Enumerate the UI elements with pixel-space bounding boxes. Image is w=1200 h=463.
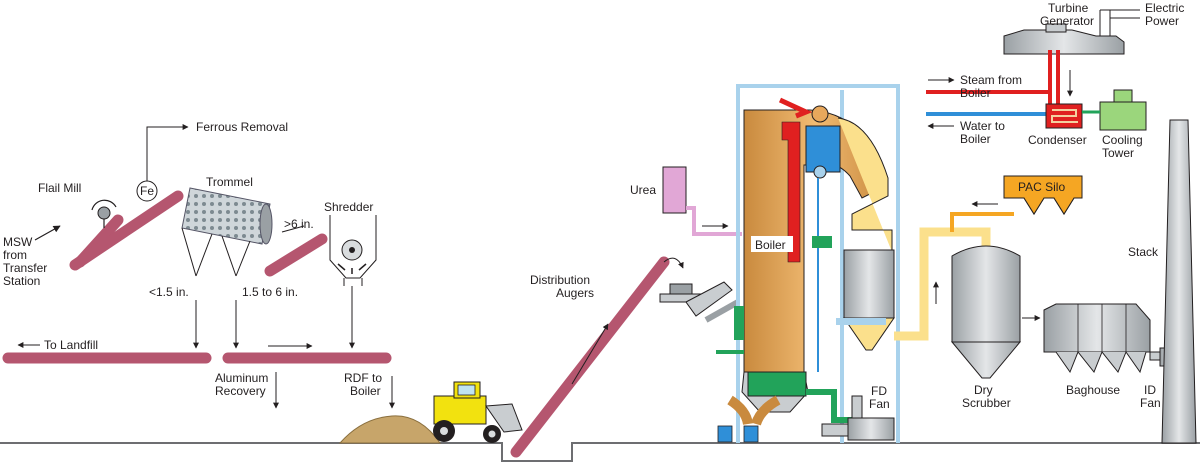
baghouse <box>1043 303 1151 374</box>
oversize-conveyor <box>264 233 328 277</box>
label-urea: Urea <box>630 183 656 197</box>
label-mid-size: 1.5 to 6 in. <box>242 285 298 299</box>
label-cooling-2: Tower <box>1102 146 1134 160</box>
label-to-landfill: To Landfill <box>44 338 98 352</box>
label-steam-1: Steam from <box>960 73 1022 87</box>
label-msw-4: Station <box>3 274 40 288</box>
label-ferrous-removal: Ferrous Removal <box>196 120 288 134</box>
label-electric-1: Electric <box>1145 1 1184 15</box>
incline-conveyor <box>510 256 670 458</box>
dry-scrubber <box>950 245 1022 379</box>
label-aluminum-1: Aluminum <box>215 371 268 385</box>
label-cooling-1: Cooling <box>1102 133 1143 147</box>
turbine-generator <box>1003 9 1140 55</box>
label-boiler: Boiler <box>755 238 786 252</box>
condenser <box>1045 103 1083 129</box>
label-rdf-2: Boiler <box>350 384 381 398</box>
label-oversize: >6 in. <box>284 217 314 231</box>
urea-tank <box>662 166 687 214</box>
label-distribution-1: Distribution <box>530 273 590 287</box>
label-msw-1: MSW <box>3 235 33 249</box>
label-id-2: Fan <box>1140 396 1161 410</box>
cooling-tower <box>1082 89 1147 131</box>
steam-line <box>926 50 1052 104</box>
distribution-augers <box>659 281 740 323</box>
conveyor-to-trommel <box>69 190 184 271</box>
label-steam-2: Boiler <box>960 86 991 100</box>
label-distribution-2: Augers <box>556 286 594 300</box>
label-aluminum-2: Recovery <box>215 384 266 398</box>
label-turbine-2: Generator <box>1040 14 1094 28</box>
label-water-2: Boiler <box>960 132 991 146</box>
flail-mill <box>91 199 117 228</box>
label-baghouse: Baghouse <box>1066 383 1120 397</box>
label-rdf-1: RDF to <box>344 371 382 385</box>
label-msw-3: Transfer <box>3 261 47 275</box>
label-stack: Stack <box>1128 245 1159 259</box>
label-dry-scrubber-2: Scrubber <box>962 396 1011 410</box>
label-shredder: Shredder <box>324 200 373 214</box>
pac-silo <box>1003 175 1083 215</box>
label-water-1: Water to <box>960 119 1005 133</box>
label-turbine-1: Turbine <box>1048 1 1089 15</box>
ground-line <box>0 442 1200 462</box>
boiler <box>716 97 893 443</box>
economizer <box>836 249 895 351</box>
front-loader <box>433 381 523 443</box>
label-condenser: Condenser <box>1028 133 1087 147</box>
label-electric-2: Power <box>1145 14 1179 28</box>
label-flail-mill: Flail Mill <box>38 181 81 195</box>
labels: Flail Mill Ferrous Removal Fe Trommel Sh… <box>3 1 1184 411</box>
label-fe: Fe <box>140 184 154 198</box>
stack <box>1161 119 1197 444</box>
flue-duct <box>894 227 991 341</box>
label-id-1: ID <box>1144 383 1156 397</box>
label-fd-2: Fan <box>869 397 890 411</box>
shredder <box>329 215 377 279</box>
label-trommel: Trommel <box>206 175 253 189</box>
label-fd-1: FD <box>871 384 887 398</box>
trommel <box>181 187 273 245</box>
label-pac-silo: PAC Silo <box>1018 180 1065 194</box>
trommel-split-lines <box>181 227 251 349</box>
label-fines: <1.5 in. <box>149 285 189 299</box>
label-msw-2: from <box>3 248 27 262</box>
fd-fan <box>821 395 895 441</box>
label-dry-scrubber-1: Dry <box>974 383 993 397</box>
rdf-pile <box>338 415 441 444</box>
